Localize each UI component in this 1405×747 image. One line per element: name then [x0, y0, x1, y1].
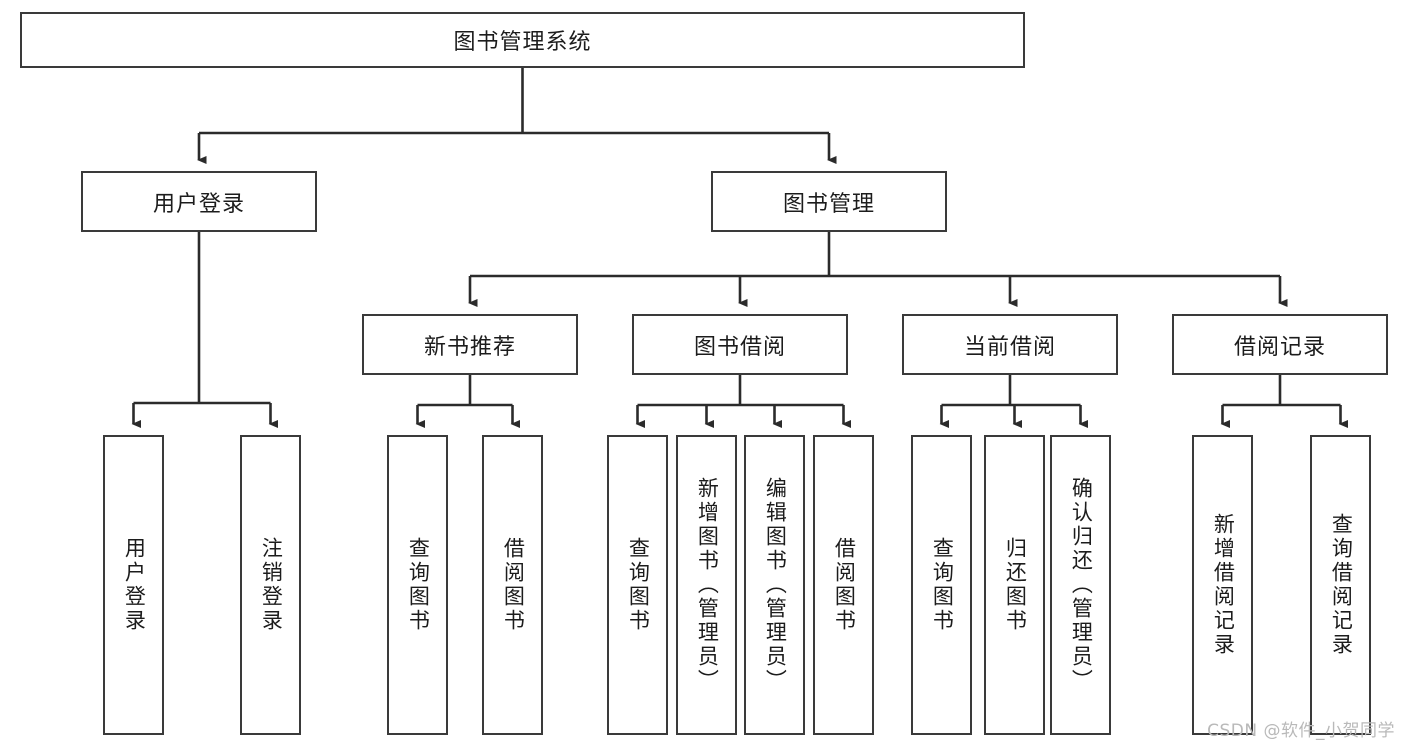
- node-user-login-label: 用户登录: [152, 191, 245, 217]
- node-leaf-query-book-bor[interactable]: 查询图书: [607, 435, 668, 735]
- node-leaf-query-book-cur-label: 查询图书: [930, 537, 955, 633]
- node-leaf-return-book-label: 归还图书: [1003, 537, 1028, 633]
- node-leaf-borrow-book-rec-label: 借阅图书: [501, 537, 526, 633]
- node-book-manage-label: 图书管理: [782, 191, 875, 217]
- node-leaf-add-record[interactable]: 新增借阅记录: [1192, 435, 1253, 735]
- node-new-book-rec-label: 新书推荐: [423, 334, 516, 360]
- node-leaf-query-record[interactable]: 查询借阅记录: [1310, 435, 1371, 735]
- watermark-text: CSDN @软件_小贺同学: [1207, 721, 1395, 741]
- node-leaf-borrow-book-rec[interactable]: 借阅图书: [482, 435, 543, 735]
- node-user-login[interactable]: 用户登录: [81, 171, 317, 232]
- node-book-borrow-label: 图书借阅: [693, 334, 786, 360]
- node-new-book-rec[interactable]: 新书推荐: [362, 314, 578, 375]
- node-current-borrow[interactable]: 当前借阅: [902, 314, 1118, 375]
- node-borrow-record[interactable]: 借阅记录: [1172, 314, 1388, 375]
- node-book-borrow[interactable]: 图书借阅: [632, 314, 848, 375]
- node-leaf-user-login[interactable]: 用户登录: [103, 435, 164, 735]
- node-leaf-add-book[interactable]: 新增图书（管理员）: [676, 435, 737, 735]
- node-book-manage[interactable]: 图书管理: [711, 171, 947, 232]
- node-leaf-user-login-label: 用户登录: [122, 537, 147, 633]
- node-leaf-query-book-rec-label: 查询图书: [406, 537, 431, 633]
- node-root-label: 图书管理系统: [453, 30, 592, 55]
- node-leaf-return-book[interactable]: 归还图书: [984, 435, 1045, 735]
- node-root[interactable]: 图书管理系统: [20, 12, 1025, 68]
- node-leaf-query-book-rec[interactable]: 查询图书: [387, 435, 448, 735]
- node-current-borrow-label: 当前借阅: [963, 334, 1056, 360]
- node-leaf-confirm-return-label: 确认归还（管理员）: [1069, 477, 1094, 693]
- node-leaf-edit-book-label: 编辑图书（管理员）: [763, 477, 788, 693]
- node-leaf-borrow-book-bor[interactable]: 借阅图书: [813, 435, 874, 735]
- node-leaf-user-logout[interactable]: 注销登录: [240, 435, 301, 735]
- node-leaf-add-book-label: 新增图书（管理员）: [695, 477, 720, 693]
- node-borrow-record-label: 借阅记录: [1233, 334, 1326, 360]
- node-leaf-query-book-bor-label: 查询图书: [626, 537, 651, 633]
- node-leaf-user-logout-label: 注销登录: [259, 537, 284, 633]
- node-leaf-borrow-book-bor-label: 借阅图书: [832, 537, 857, 633]
- node-leaf-edit-book[interactable]: 编辑图书（管理员）: [744, 435, 805, 735]
- node-leaf-add-record-label: 新增借阅记录: [1211, 513, 1236, 657]
- node-leaf-query-record-label: 查询借阅记录: [1329, 513, 1354, 657]
- node-leaf-query-book-cur[interactable]: 查询图书: [911, 435, 972, 735]
- node-leaf-confirm-return[interactable]: 确认归还（管理员）: [1050, 435, 1111, 735]
